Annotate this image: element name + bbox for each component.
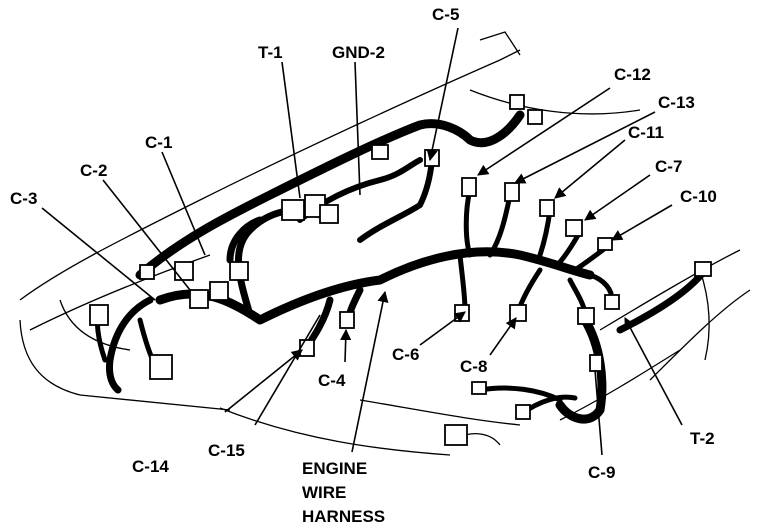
label-c7: C-7 — [655, 157, 682, 176]
label-c10: C-10 — [680, 187, 717, 206]
vehicle-body-outline — [19, 31, 751, 456]
label-c4: C-4 — [318, 371, 346, 390]
label-c2: C-2 — [80, 161, 107, 180]
label-c12: C-12 — [614, 65, 651, 84]
label-c5: C-5 — [432, 5, 459, 24]
label-harness-line3: HARNESS — [302, 507, 385, 526]
label-c13: C-13 — [658, 93, 695, 112]
label-c8: C-8 — [460, 357, 487, 376]
label-t2: T-2 — [690, 429, 715, 448]
label-c1: C-1 — [145, 133, 172, 152]
label-c11: C-11 — [628, 123, 664, 142]
label-harness-line2: WIRE — [302, 483, 346, 502]
label-c9: C-9 — [588, 463, 615, 482]
label-gnd2: GND-2 — [332, 43, 385, 62]
label-c15: C-15 — [208, 441, 245, 460]
label-harness-line1: ENGINE — [302, 459, 367, 478]
label-c14: C-14 — [132, 457, 169, 476]
leader-lines — [41, 27, 683, 456]
component-labels: C-5 T-1 GND-2 C-12 C-13 C-1 C-11 C-2 C-7… — [10, 5, 717, 526]
label-c3: C-3 — [10, 189, 37, 208]
label-c6: C-6 — [392, 345, 419, 364]
label-t1: T-1 — [258, 43, 283, 62]
